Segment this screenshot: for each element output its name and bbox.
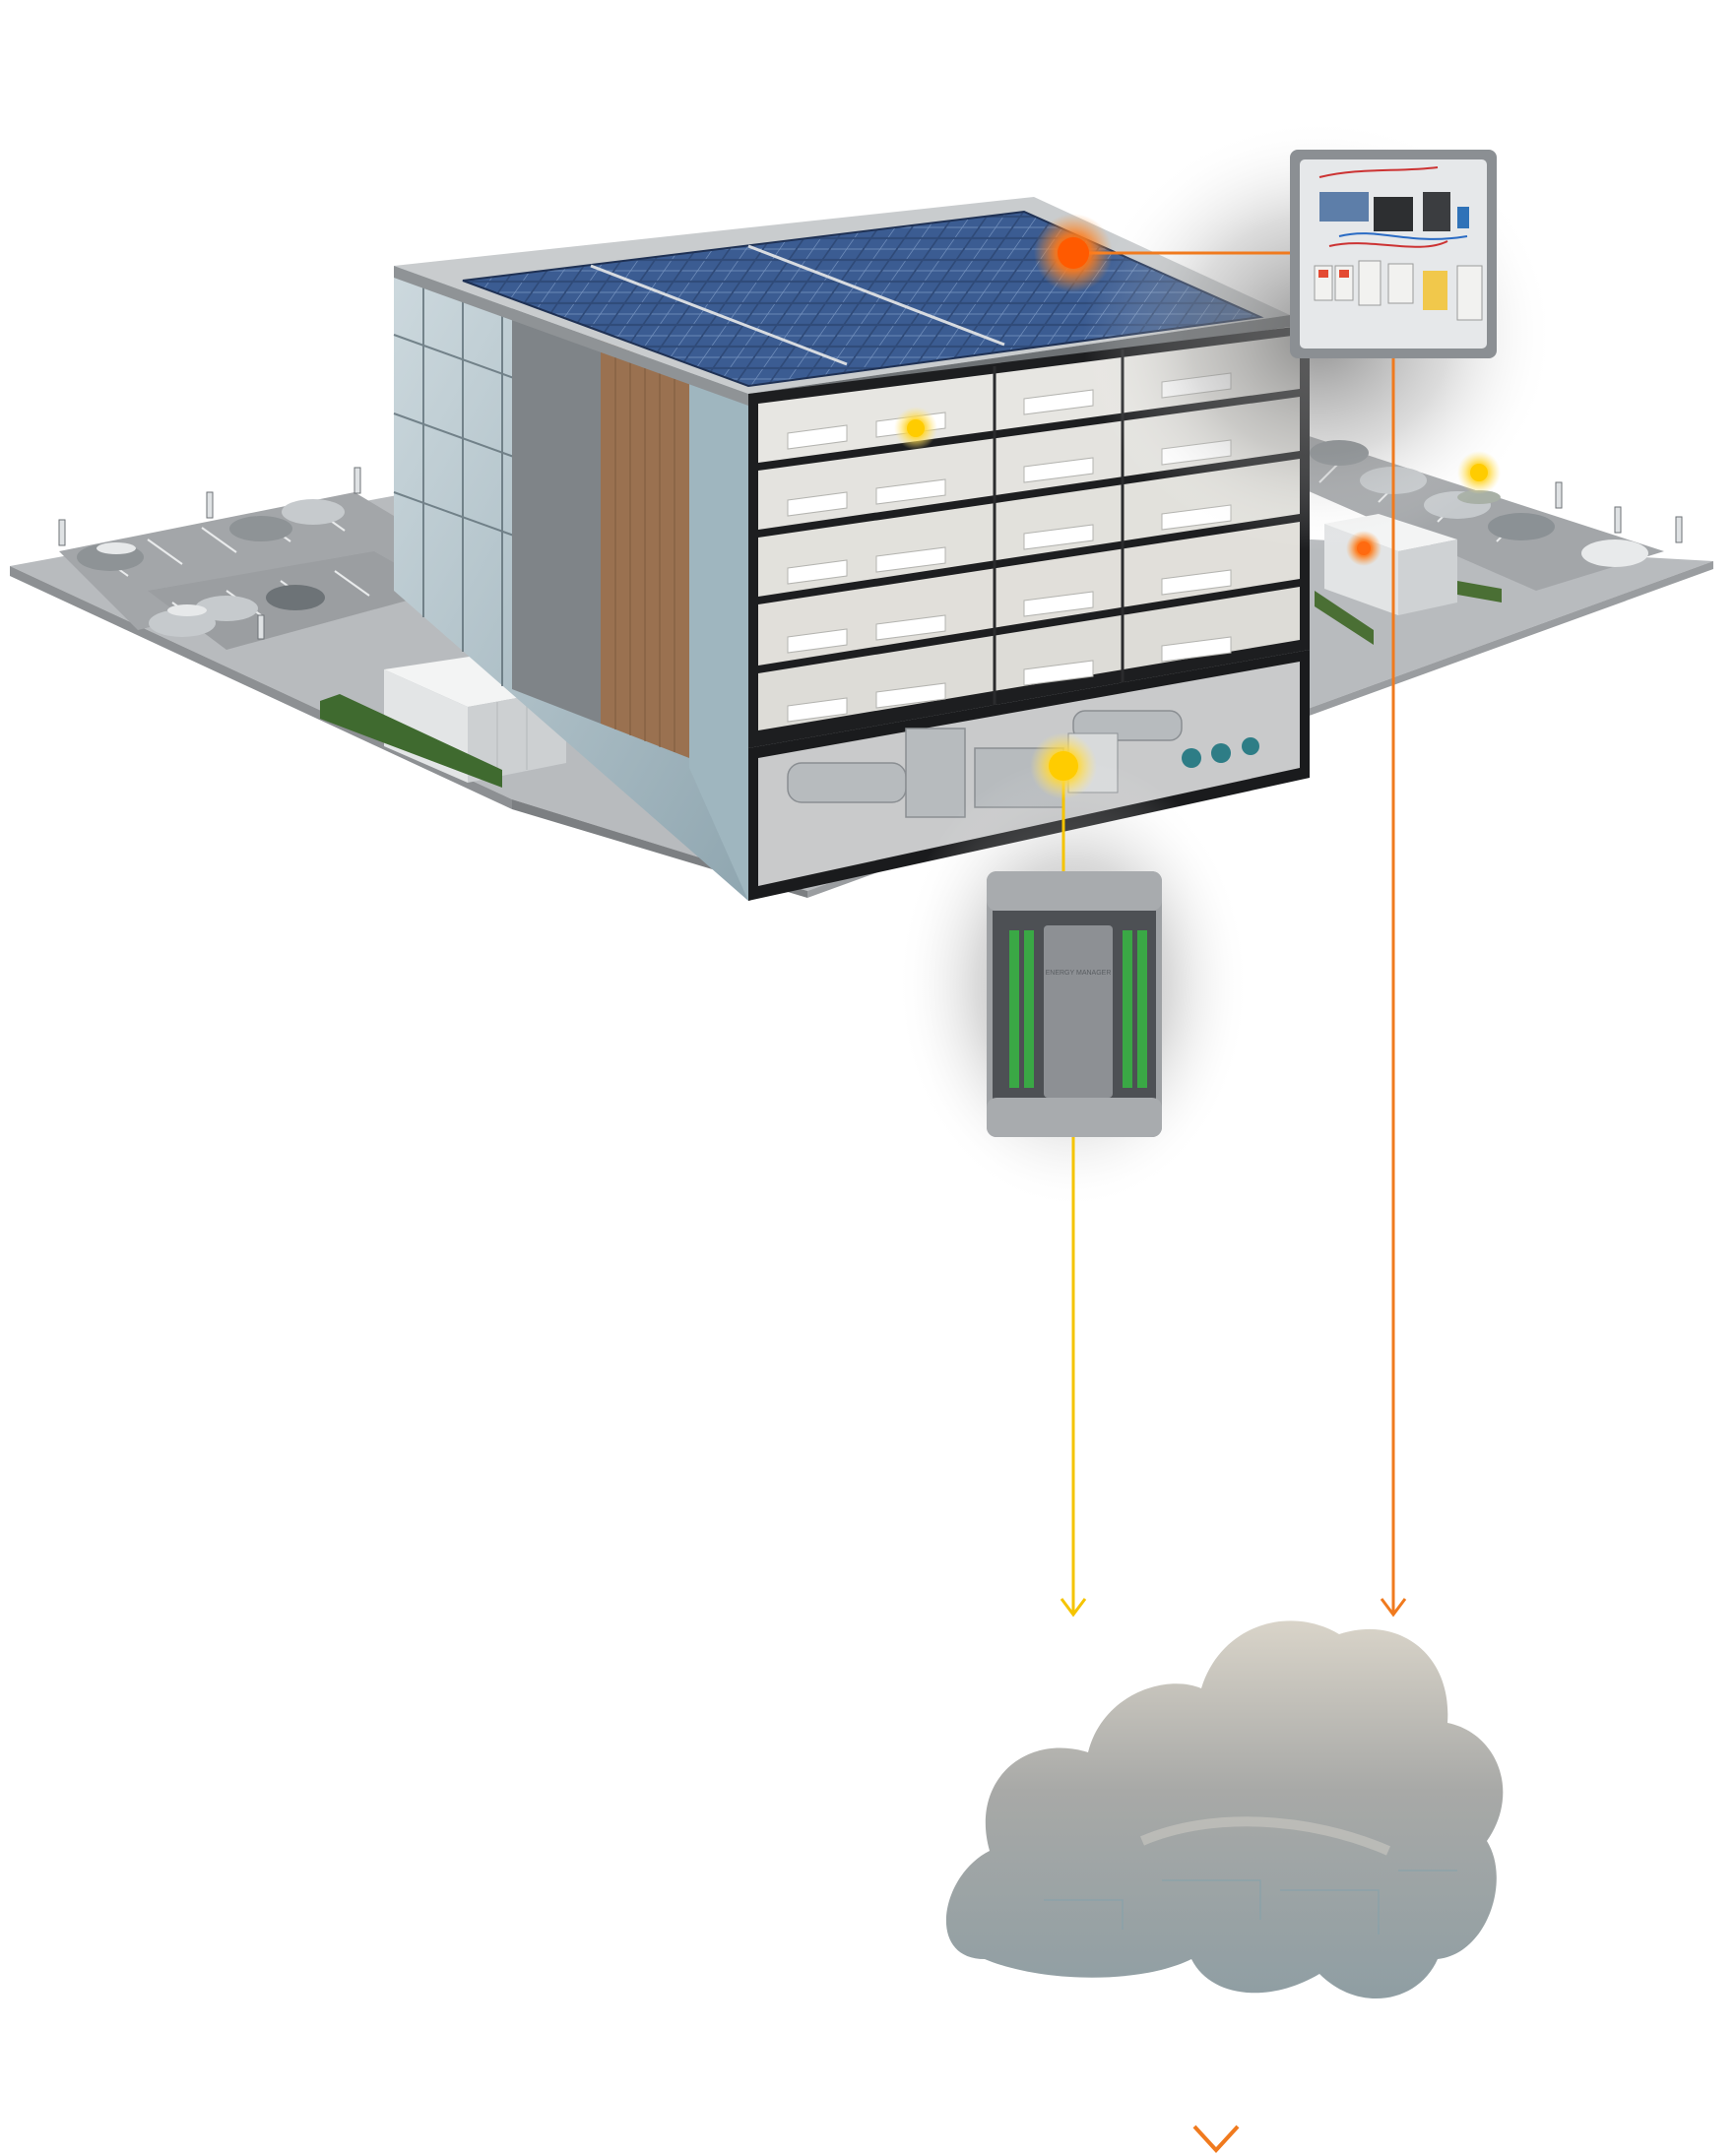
- cloud-icon[interactable]: [945, 1620, 1504, 1999]
- hedge-right: [1315, 581, 1502, 645]
- connector-controller-to-cloud: [1060, 1137, 1087, 1617]
- roof-solar-hotspot[interactable]: [1034, 214, 1113, 292]
- controller-icon[interactable]: [987, 871, 1162, 1137]
- cloud-output-arrow: [1192, 1974, 1240, 2153]
- basement-hvac-hotspot[interactable]: [1030, 732, 1097, 799]
- ev-chargers-right: [1555, 481, 1683, 543]
- controller-brand-mark: ENERGY MANAGER: [1046, 970, 1112, 977]
- connector-panel-to-cloud: [1380, 358, 1407, 1617]
- office-floor-hotspot[interactable]: [894, 407, 937, 450]
- ev-chargers-left: [58, 467, 361, 640]
- parking-ev-hotspot[interactable]: [1457, 451, 1501, 494]
- battery-storage-hotspot[interactable]: [1346, 531, 1382, 566]
- parked-cars-left: [77, 499, 345, 637]
- electrical-panel-icon[interactable]: [1290, 150, 1497, 358]
